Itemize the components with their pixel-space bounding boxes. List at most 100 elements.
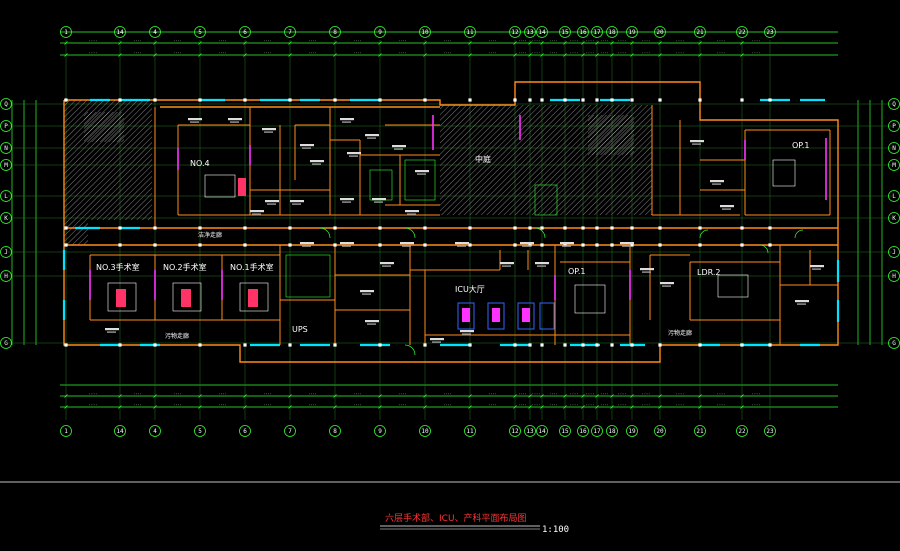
svg-text:····: ···· [443,403,452,407]
svg-text:1: 1 [64,428,68,435]
or-equipment [107,159,796,314]
axis-bubble-left-M: M [0,159,12,171]
axis-bubble-top-6: 6 [239,26,251,38]
svg-text:4: 4 [153,428,157,435]
svg-text:····: ···· [518,403,527,407]
svg-text:····: ···· [133,392,142,396]
svg-text:8: 8 [333,29,337,36]
svg-text:17: 17 [593,428,601,435]
svg-text:····: ···· [752,403,761,407]
svg-text:····: ···· [676,51,685,55]
room-label-no4: NO.4 [190,159,210,168]
svg-text:····: ···· [532,403,541,407]
axis-bubble-top-8: 8 [329,26,341,38]
svg-text:····: ···· [570,403,579,407]
svg-text:····: ···· [600,403,609,407]
axis-bubble-top-23: 23 [764,26,776,38]
room-label-no1: NO.1手术室 [230,262,274,272]
svg-text:15: 15 [561,29,569,36]
axis-bubble-bottom-12: 12 [509,425,521,437]
axis-bubble-top-7: 7 [284,26,296,38]
svg-text:13: 13 [526,428,534,435]
svg-text:····: ···· [549,392,558,396]
axis-bubble-bottom-19: 19 [626,425,638,437]
axis-bubble-left-G: G [0,337,12,349]
axis-bubble-bottom-9: 9 [374,425,386,437]
axis-bubble-bottom-6: 6 [239,425,251,437]
room-label-no2: NO.2手术室 [163,262,207,272]
axis-bubble-top-14: 14 [536,26,548,38]
room-label-no3: NO.3手术室 [96,262,140,272]
svg-text:23: 23 [766,29,774,36]
svg-text:20: 20 [656,428,664,435]
svg-text:····: ···· [263,392,272,396]
axis-bubble-bottom-5: 5 [194,425,206,437]
svg-text:····: ···· [752,51,761,55]
svg-text:····: ···· [443,39,452,43]
axis-bubble-top-20: 20 [654,26,666,38]
svg-text:····: ···· [717,39,726,43]
svg-text:····: ···· [676,39,685,43]
svg-text:····: ···· [600,51,609,55]
svg-text:10: 10 [421,29,429,36]
axis-bubble-top-16: 16 [577,26,589,38]
room-label-ups: UPS [292,325,308,334]
svg-text:····: ···· [218,39,227,43]
svg-text:····: ···· [600,392,609,396]
svg-text:····: ···· [353,403,362,407]
dimension-text: ···· ···· ···· ···· ···· ···· ···· ···· ···· ····… [64,39,761,409]
axis-bubble-bottom-23: 23 [764,425,776,437]
svg-text:····: ···· [549,403,558,407]
svg-text:····: ···· [642,392,651,396]
svg-text:····: ···· [549,39,558,43]
axis-bubble-top-1: 1 [60,26,72,38]
svg-text:····: ···· [676,403,685,407]
svg-text:N: N [892,145,896,152]
room-tag-marks [105,118,824,343]
svg-text:····: ···· [89,392,98,396]
svg-text:····: ···· [570,392,579,396]
svg-text:····: ···· [752,392,761,396]
svg-text:····: ···· [263,51,272,55]
svg-text:L: L [4,193,8,200]
svg-text:····: ···· [717,403,726,407]
axis-bubble-left-P: P [0,120,12,132]
svg-text:····: ···· [308,39,317,43]
svg-text:····: ···· [173,403,182,407]
axis-bubble-bottom-21: 21 [694,425,706,437]
axis-bubble-bottom-20: 20 [654,425,666,437]
svg-text:11: 11 [466,428,474,435]
svg-text:10: 10 [421,428,429,435]
svg-text:····: ···· [532,392,541,396]
axis-bubble-top-17: 17 [591,26,603,38]
svg-text:····: ···· [443,392,452,396]
axis-bubble-bottom-4: 4 [149,425,161,437]
axis-bubble-top-5: 5 [194,26,206,38]
svg-text:1: 1 [64,29,68,36]
axis-bubble-top-14: 14 [114,26,126,38]
exterior-walls [63,81,839,363]
svg-text:····: ···· [570,39,579,43]
svg-text:····: ···· [443,51,452,55]
svg-text:····: ···· [717,392,726,396]
svg-text:12: 12 [511,428,519,435]
svg-text:Q: Q [4,101,8,108]
svg-text:18: 18 [608,29,616,36]
room-label-op1-top: OP.1 [792,141,810,150]
svg-text:····: ···· [518,51,527,55]
top-dimension-lines [60,31,838,56]
axis-bubble-top-15: 15 [559,26,571,38]
axis-bubble-top-12: 12 [509,26,521,38]
svg-text:G: G [892,340,896,347]
axis-bubble-top-18: 18 [606,26,618,38]
axis-bubble-left-N: N [0,142,12,154]
room-label-icu: ICU大厅 [455,284,485,294]
svg-text:19: 19 [628,29,636,36]
axis-bubble-bottom-1: 1 [60,425,72,437]
svg-text:K: K [892,215,896,222]
svg-text:5: 5 [198,428,202,435]
axis-bubble-bottom-11: 11 [464,425,476,437]
svg-text:····: ···· [353,392,362,396]
right-dimension-lines [857,100,883,345]
